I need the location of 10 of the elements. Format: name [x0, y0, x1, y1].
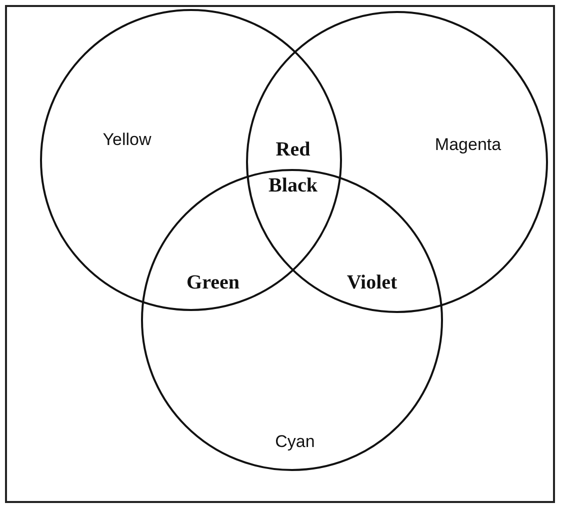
region-label: Red — [276, 138, 310, 162]
region-label: Green — [186, 272, 240, 294]
region-label: Violet — [346, 272, 398, 294]
venn-circle — [40, 9, 342, 311]
venn-circle — [246, 11, 548, 313]
circle-label: Magenta — [434, 135, 502, 155]
circle-label: Cyan — [275, 432, 315, 452]
circle-label: Yellow — [102, 130, 152, 150]
region-label: Black — [268, 174, 318, 198]
venn-circle — [141, 169, 443, 471]
